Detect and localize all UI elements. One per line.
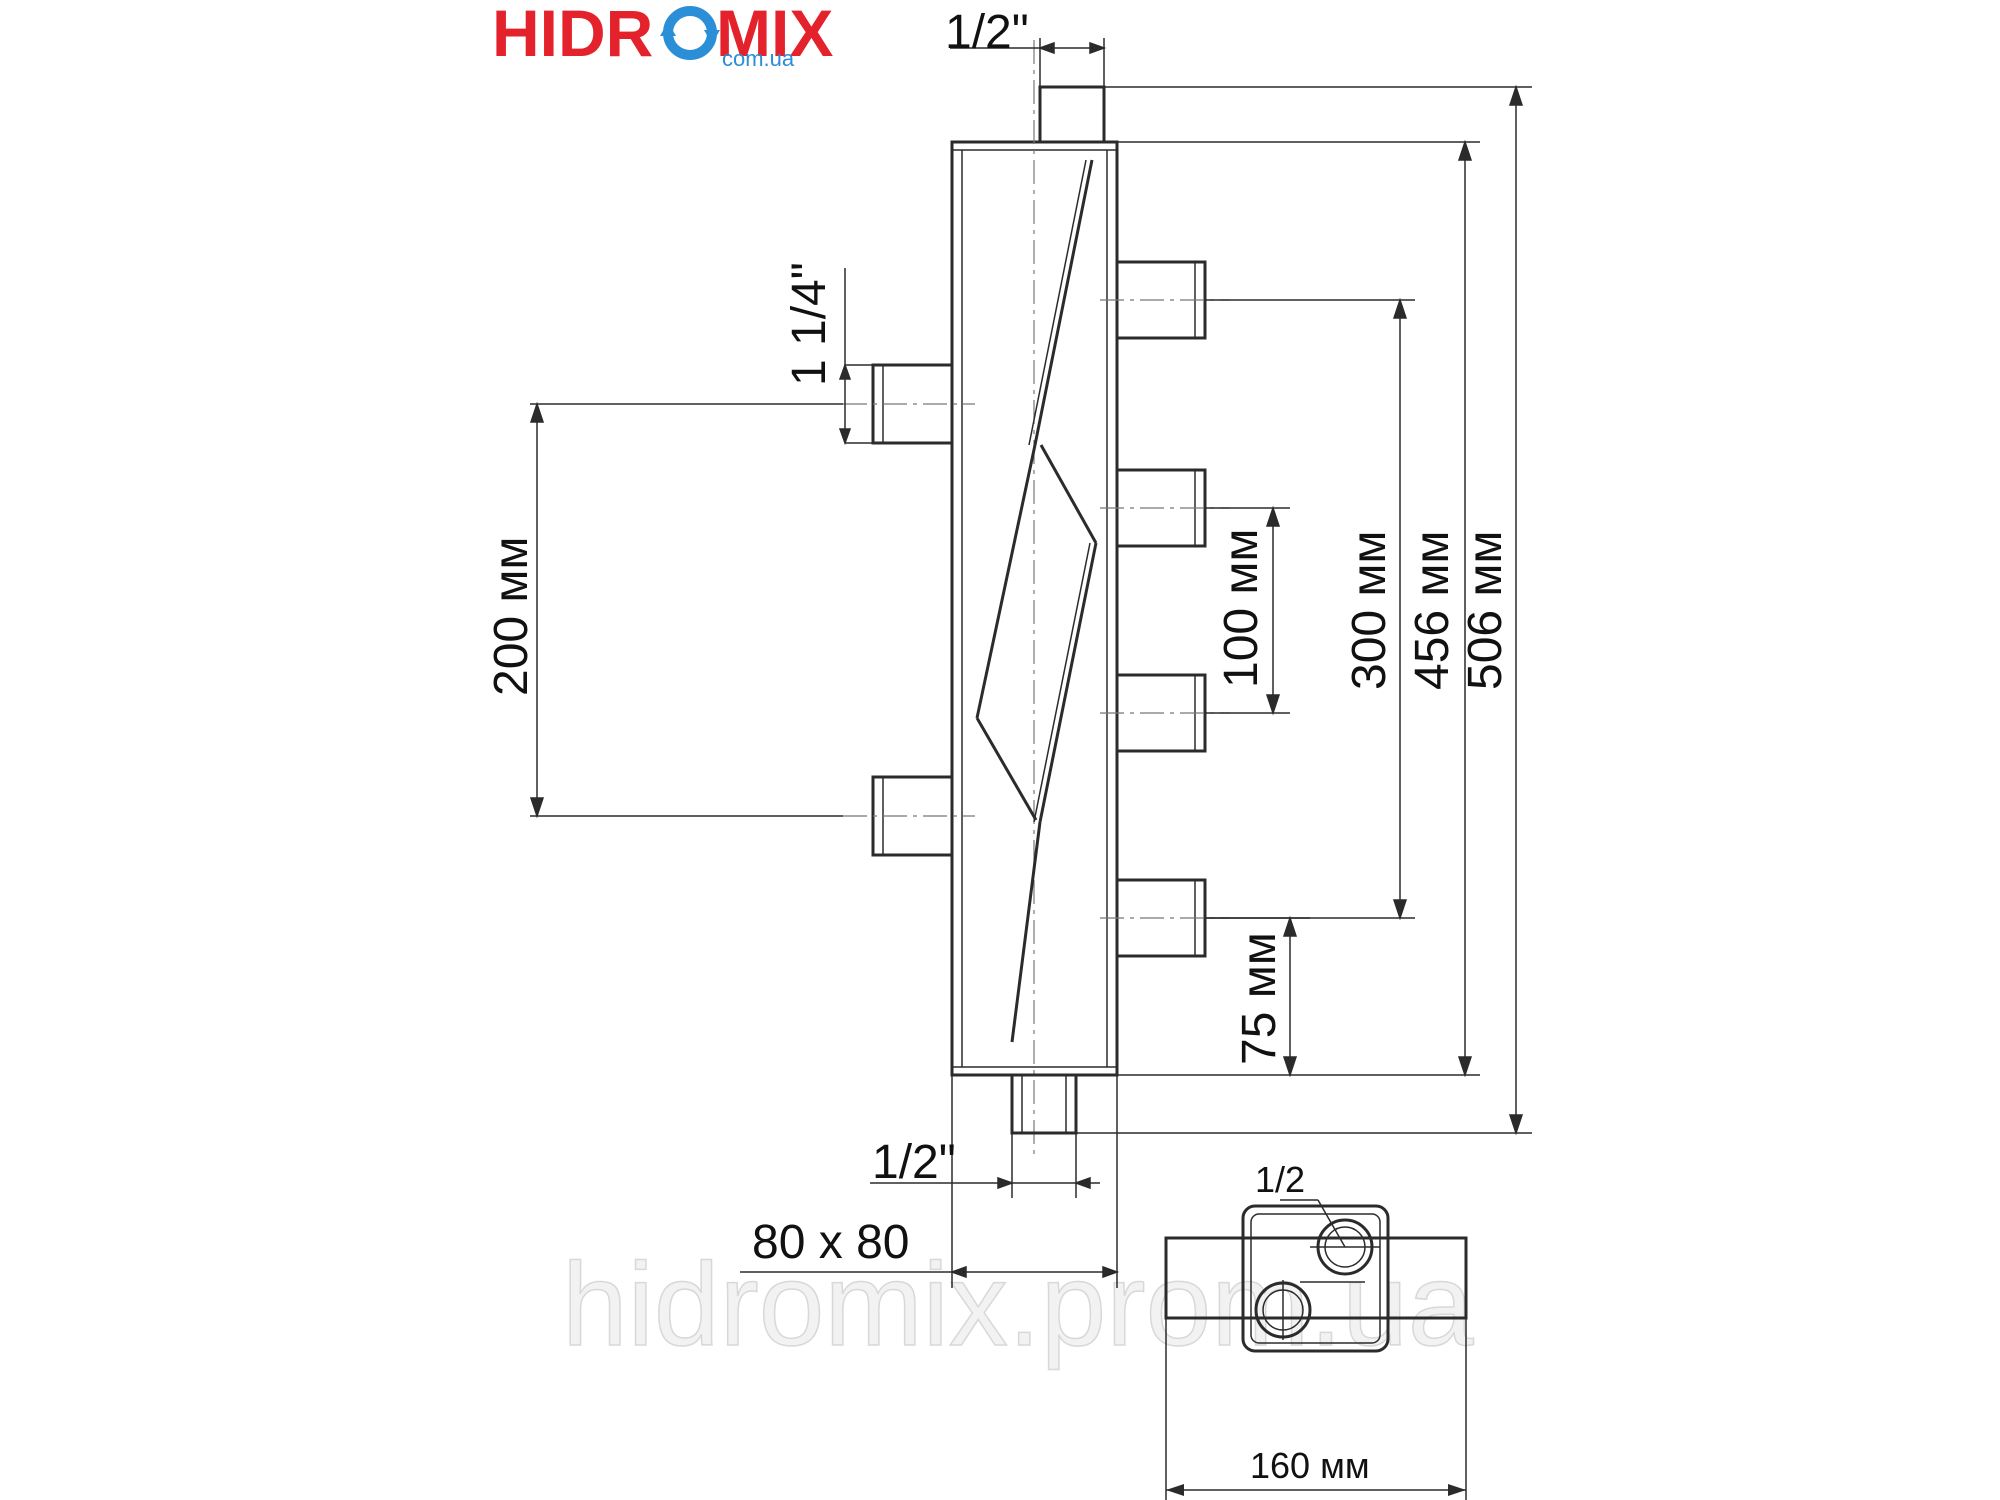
dim-top-port: 1/2" <box>945 6 1029 59</box>
top-port <box>1038 85 1106 144</box>
dim-bottom-offset: 75 мм <box>1233 932 1286 1065</box>
dim-plan-width: 160 мм <box>1250 1445 1370 1486</box>
dim-outlet-span: 300 мм <box>1343 531 1396 690</box>
brand-logo: HIDR MIX com.ua <box>492 0 833 71</box>
dim-outlet-spacing: 100 мм <box>1215 529 1268 688</box>
dim-side-port: 1 1/4" <box>783 262 836 386</box>
logo-recycle-icon <box>660 6 720 60</box>
plan-view <box>1164 1199 1468 1500</box>
logo-domain: com.ua <box>722 46 795 71</box>
logo-text-left: HIDR <box>492 0 653 70</box>
dim-bottom-port: 1/2" <box>872 1136 956 1189</box>
dim-section: 80 x 80 <box>752 1216 909 1269</box>
dim-plan-port: 1/2 <box>1255 1159 1305 1200</box>
dim-body-height: 456 мм <box>1406 531 1459 690</box>
bottom-port <box>1010 1073 1078 1135</box>
dim-left-spacing: 200 мм <box>485 537 538 696</box>
separator-body <box>950 40 1119 1160</box>
left-port-upper <box>843 363 975 445</box>
left-port-lower <box>843 775 975 857</box>
dim-total-height: 506 мм <box>1459 531 1512 690</box>
dimension-lines <box>529 38 1532 1288</box>
logo-text-right: MIX <box>716 0 833 70</box>
